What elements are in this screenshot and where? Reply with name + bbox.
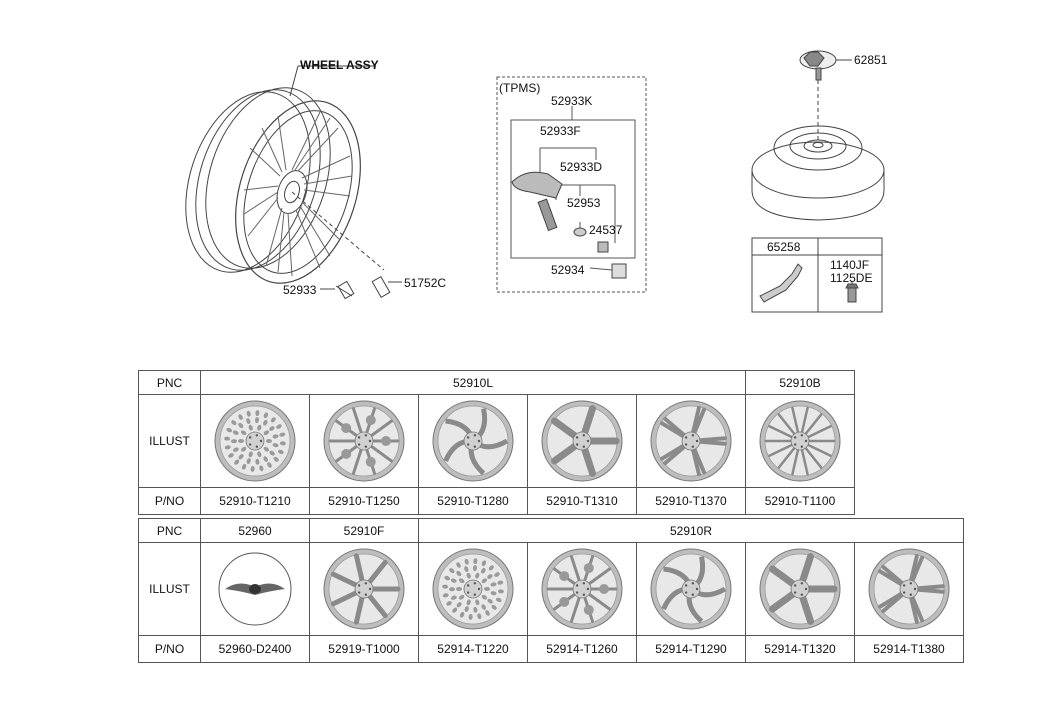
nut-part-label: 51752C <box>404 276 447 290</box>
bracket-part-label: 65258 <box>767 240 801 254</box>
wheel-multi-spoke-icon <box>759 400 841 482</box>
tpms-title: (TPMS) <box>499 81 541 95</box>
wheel-table-2: PNC 52960 52910F 52910R ILLUST P/NO 5296… <box>138 518 964 663</box>
wheel-illust-cell[interactable] <box>200 394 310 488</box>
part-number-cell[interactable]: 52914-T1260 <box>527 635 637 663</box>
tpms-sensor-assy-label: 52933K <box>551 94 593 108</box>
wheel-mesh-icon <box>432 548 514 630</box>
wheel-swirl-icon <box>432 400 514 482</box>
valve-part-label: 52933 <box>283 283 317 297</box>
bracket-bolt-box <box>751 237 883 313</box>
illust-header: ILLUST <box>138 542 201 636</box>
wheel-illust-cell[interactable] <box>745 394 855 488</box>
wheel-web-icon <box>541 548 623 630</box>
part-number-cell[interactable]: 52910-T1100 <box>745 487 855 515</box>
pnc-header: PNC <box>138 370 201 395</box>
part-number-cell[interactable]: 52910-T1280 <box>418 487 528 515</box>
bolt-part-label-2: 1125DE <box>830 271 873 285</box>
wheel-swirl-icon <box>650 548 732 630</box>
wheel-split-spoke-icon <box>650 400 732 482</box>
bolt-part-label-1: 1140JF <box>830 258 870 272</box>
spare-tire-illustration <box>751 50 885 221</box>
wheel-five-spoke-icon <box>541 400 623 482</box>
tpms-valve-body-label: 52933D <box>560 160 603 174</box>
part-number-cell[interactable]: 52914-T1380 <box>854 635 964 663</box>
wheel-assy-label: WHEEL ASSY <box>300 58 379 72</box>
pno-header: P/NO <box>138 487 201 515</box>
pno-header: P/NO <box>138 635 201 663</box>
emblem-icon <box>218 552 292 626</box>
pnc-group-cell: 52910L <box>200 370 746 395</box>
part-number-cell[interactable]: 52910-T1210 <box>200 487 310 515</box>
part-number-cell[interactable]: 52910-T1310 <box>527 487 637 515</box>
pnc-group-cell: 52910B <box>745 370 855 395</box>
wheel-illust-cell[interactable] <box>309 542 419 636</box>
part-number-cell[interactable]: 52914-T1290 <box>636 635 746 663</box>
part-number-cell[interactable]: 52910-T1370 <box>636 487 746 515</box>
wheel-illust-cell[interactable] <box>636 394 746 488</box>
tpms-box <box>496 76 647 293</box>
pnc-group-cell: 52960 <box>200 518 310 543</box>
wheel-illust-cell[interactable] <box>854 542 964 636</box>
wheel-illust-cell[interactable] <box>745 542 855 636</box>
tpms-cap-label: 52934 <box>551 263 585 277</box>
wheel-web-icon <box>323 400 405 482</box>
part-number-cell[interactable]: 52910-T1250 <box>309 487 419 515</box>
wheel-table-1: PNC 52910L 52910B ILLUST P/NO 52910-T121… <box>138 370 855 515</box>
wheel-assembly-illustration <box>185 65 402 300</box>
pnc-header: PNC <box>138 518 201 543</box>
tpms-sensor-label: 52933F <box>540 124 581 138</box>
tpms-grommet-label: 24537 <box>589 223 623 237</box>
wheel-split-spoke-icon <box>868 548 950 630</box>
wheel-illust-cell[interactable] <box>200 542 310 636</box>
holder-part-label: 62851 <box>854 53 888 67</box>
pnc-group-cell: 52910F <box>309 518 419 543</box>
wheel-illust-cell[interactable] <box>527 394 637 488</box>
exploded-diagram <box>185 50 885 313</box>
wheel-illust-cell[interactable] <box>636 542 746 636</box>
pnc-group-cell: 52910R <box>418 518 964 543</box>
wheel-seven-spoke-icon <box>323 548 405 630</box>
part-number-cell[interactable]: 52919-T1000 <box>309 635 419 663</box>
part-number-cell[interactable]: 52960-D2400 <box>200 635 310 663</box>
part-number-cell[interactable]: 52914-T1320 <box>745 635 855 663</box>
wheel-illust-cell[interactable] <box>309 394 419 488</box>
wheel-illust-cell[interactable] <box>418 394 528 488</box>
wheel-illust-cell[interactable] <box>527 542 637 636</box>
tpms-valve-stem-label: 52953 <box>567 196 601 210</box>
wheel-five-spoke-icon <box>759 548 841 630</box>
illust-header: ILLUST <box>138 394 201 488</box>
part-number-cell[interactable]: 52914-T1220 <box>418 635 528 663</box>
wheel-mesh-icon <box>214 400 296 482</box>
wheel-illust-cell[interactable] <box>418 542 528 636</box>
